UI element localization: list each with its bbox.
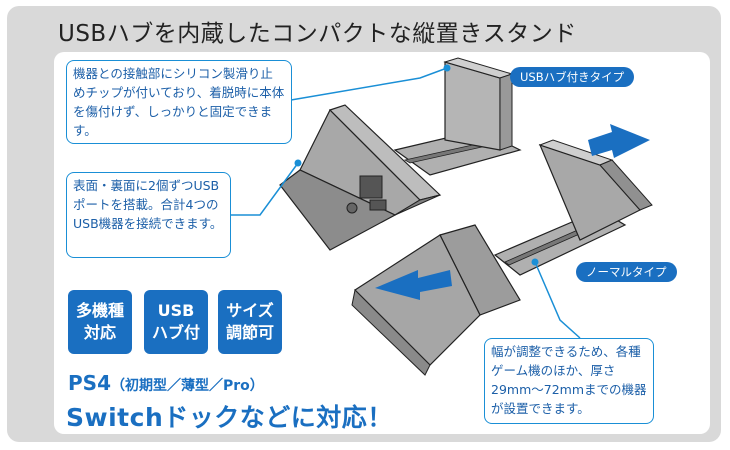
usb-hub-type-tag: USBハブ付きタイプ bbox=[510, 67, 635, 87]
arrow-right-icon bbox=[588, 124, 650, 158]
feature-label: 多機種 対応 bbox=[75, 301, 124, 342]
silicone-grip-text: 機器との接触部にシリコン製滑り止めチップが付いており、着脱時に本体を傷付けず、し… bbox=[73, 66, 285, 138]
usb-hub-stand bbox=[279, 57, 522, 251]
usb-port-text: 表面・裏面に2個ずつUSBポートを搭載。合計4つのUSB機器を接続できます。 bbox=[73, 178, 223, 231]
usb-port-icon bbox=[359, 175, 383, 199]
width-adjust-note: 幅が調整できるため、各種ゲーム機のほか、厚さ29mm〜72mmまでの機器が設置で… bbox=[484, 338, 654, 424]
usb-port-note: 表面・裏面に2個ずつUSBポートを搭載。合計4つのUSB機器を接続できます。 bbox=[66, 172, 231, 258]
page-title: USBハブを内蔵したコンパクトな縦置きスタンド bbox=[58, 21, 577, 47]
feature-label: サイズ 調節可 bbox=[225, 301, 274, 342]
ps4-models: （初期型／薄型／Pro） bbox=[110, 378, 264, 394]
switch-compatibility: Switchドックなどに対応！ bbox=[66, 403, 393, 432]
ps4-compatibility: PS4（初期型／薄型／Pro） bbox=[68, 371, 264, 395]
width-adjust-text: 幅が調整できるため、各種ゲーム機のほか、厚さ29mm〜72mmまでの機器が設置で… bbox=[491, 344, 647, 416]
silicone-grip-note: 機器との接触部にシリコン製滑り止めチップが付いており、着脱時に本体を傷付けず、し… bbox=[66, 60, 292, 144]
normal-stand bbox=[351, 139, 653, 376]
feature-badge-size-adjust: サイズ 調節可 bbox=[218, 290, 282, 354]
arrow-left-icon bbox=[375, 270, 452, 300]
ps4-label: PS4 bbox=[68, 371, 111, 395]
usb-port-icon bbox=[369, 199, 387, 211]
feature-badge-multi-device: 多機種 対応 bbox=[68, 290, 132, 354]
feature-label: USB ハブ付 bbox=[151, 301, 200, 342]
feature-badge-usb-hub: USB ハブ付 bbox=[144, 290, 208, 354]
normal-type-tag: ノーマルタイプ bbox=[576, 262, 677, 282]
